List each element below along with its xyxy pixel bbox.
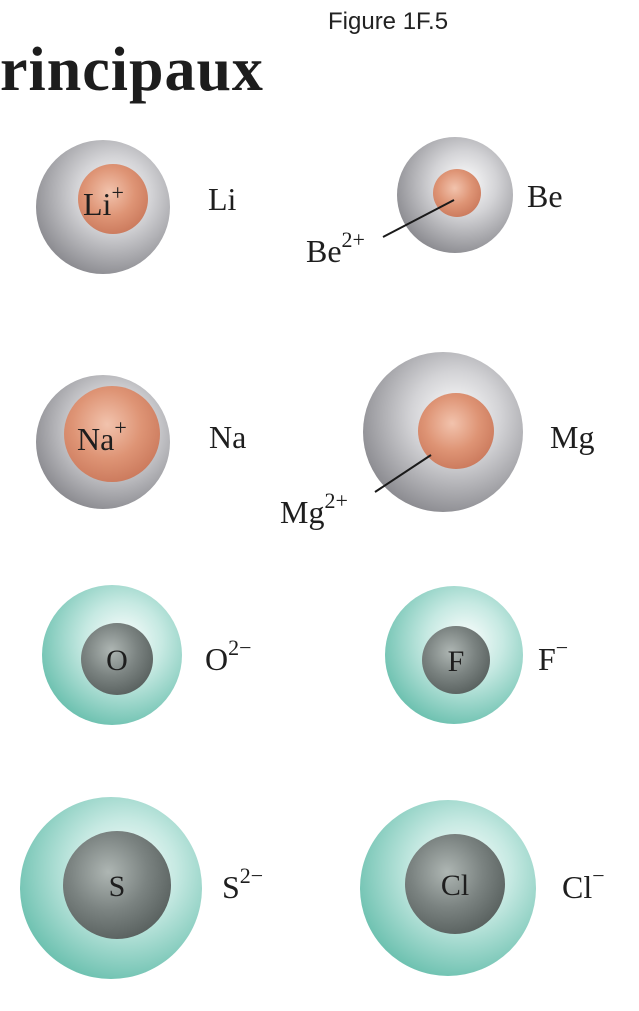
magnesium-ion-label: Mg2+ xyxy=(280,488,348,530)
beryllium-ion-sphere xyxy=(433,169,481,217)
fluorine-group: F F− xyxy=(385,586,568,724)
heading: rincipaux xyxy=(0,36,264,104)
oxygen-atom-label: O xyxy=(106,644,128,677)
beryllium-atom-label: Be xyxy=(527,178,563,214)
oxide-ion-label: O2− xyxy=(205,635,252,677)
beryllium-ion-pointer xyxy=(382,199,455,238)
fluorine-atom-sphere xyxy=(422,626,490,694)
magnesium-ion-sphere xyxy=(418,393,494,469)
magnesium-ion-pointer xyxy=(374,454,432,493)
sodium-ion-sphere xyxy=(64,386,160,482)
sulfur-atom-sphere xyxy=(63,831,171,939)
sodium-group: Na+ Na xyxy=(36,375,246,509)
chlorine-atom-label: Cl xyxy=(441,869,469,902)
sulfide-ion-label: S2− xyxy=(222,863,263,905)
oxygen-atom-sphere xyxy=(81,623,153,695)
oxygen-group: O O2− xyxy=(42,585,252,725)
figure-label: Figure 1F.5 xyxy=(328,8,449,35)
fluorine-atom-label: F xyxy=(448,645,465,678)
lithium-atom-label: Li xyxy=(208,181,237,217)
lithium-group: Li+ Li xyxy=(36,140,237,274)
beryllium-ion-label: Be2+ xyxy=(306,227,365,269)
fluoride-ion-label: F− xyxy=(538,635,568,677)
beryllium-group: Be2+ Be xyxy=(306,137,563,269)
lithium-ion-sphere xyxy=(78,164,148,234)
chlorine-atom-sphere xyxy=(405,834,505,934)
lithium-ion-label: Li+ xyxy=(83,180,124,222)
sodium-atom-label: Na xyxy=(209,419,246,455)
magnesium-atom-label: Mg xyxy=(550,419,594,455)
sulfur-group: S S2− xyxy=(20,797,263,979)
sodium-ion-label: Na+ xyxy=(77,415,127,457)
chlorine-group: Cl Cl− xyxy=(360,800,605,976)
sulfur-atom-label: S xyxy=(109,870,126,903)
magnesium-group: Mg2+ Mg xyxy=(280,352,594,530)
chloride-ion-label: Cl− xyxy=(562,863,605,905)
